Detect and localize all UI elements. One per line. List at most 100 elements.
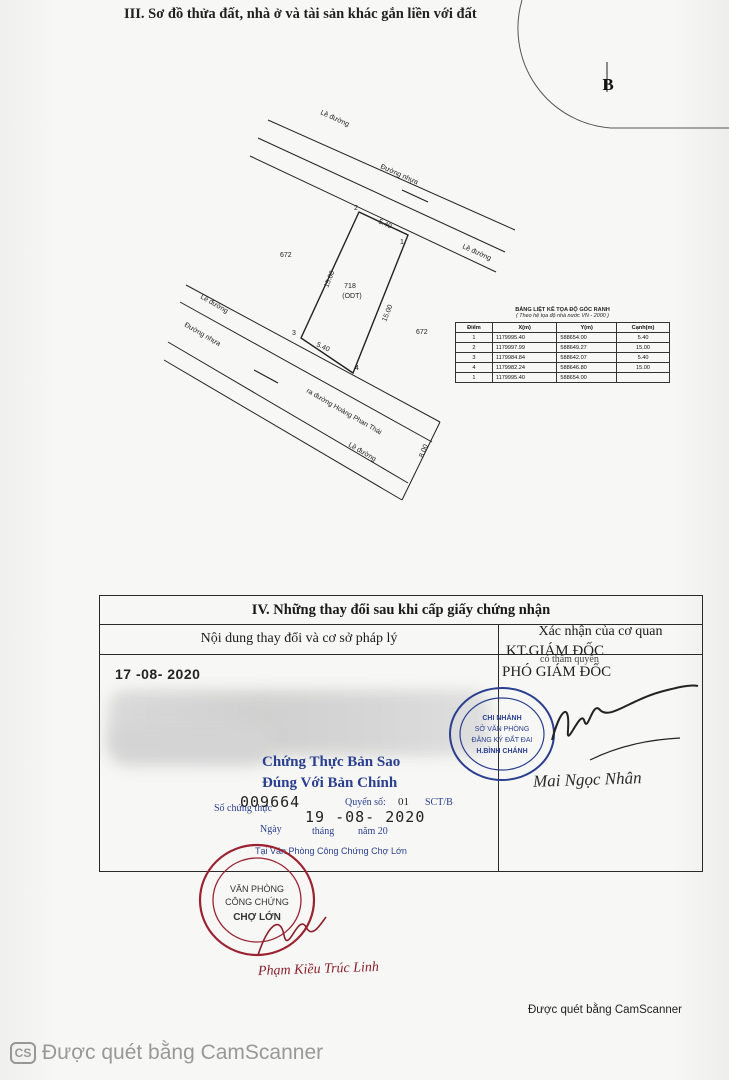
nam-label: năm 20 bbox=[358, 826, 388, 837]
road-bottom-width: 8.00 bbox=[418, 443, 430, 458]
road-bottom-edge-label: Lề đường bbox=[199, 292, 230, 315]
north-compass: B bbox=[517, 0, 729, 129]
coord-cell: 588654.00 bbox=[556, 372, 618, 383]
parcel-map: Lề đường Đường nhựa Lề đường 718 (ODT) 6… bbox=[163, 108, 516, 501]
road-bottom-edge-1 bbox=[185, 284, 441, 423]
road-bottom-end-cap bbox=[401, 421, 441, 501]
changes-column-header-left: Nội dung thay đổi và cơ sở pháp lý bbox=[100, 624, 499, 655]
certification-title-2: Đúng Với Bản Chính bbox=[262, 775, 398, 791]
coord-cell: 1179995.40 bbox=[491, 372, 558, 383]
coordinate-table-title: BẢNG LIỆT KÊ TỌA ĐỘ GÓC RANH bbox=[515, 307, 610, 313]
redacted-content-2 bbox=[110, 725, 270, 765]
road-bottom-dash bbox=[253, 369, 279, 384]
watermark-text: Được quét bằng CamScanner bbox=[42, 1041, 324, 1064]
edge-bottom-length: 5.40 bbox=[315, 341, 330, 353]
coord-cell: 1179995.40 bbox=[491, 332, 558, 343]
coord-cell: 588646.80 bbox=[556, 362, 618, 373]
corner-4: 4 bbox=[355, 365, 359, 372]
table-row: 1 1179995.40 588654.00 5.40 bbox=[455, 332, 670, 343]
cert-number-value: 009664 bbox=[240, 793, 301, 811]
coordinate-table-subtitle: ( Theo hệ tọa độ nhà nước VN - 2000 ) bbox=[516, 313, 609, 319]
branch-stamp-line: CHI NHÁNH bbox=[482, 713, 521, 722]
coord-cell: 4 bbox=[455, 362, 493, 373]
changes-table: IV. Những thay đổi sau khi cấp giấy chứn… bbox=[99, 595, 703, 872]
road-top-edge-1 bbox=[267, 119, 516, 231]
thang-label: tháng bbox=[312, 826, 335, 837]
office-line: Tại Văn Phòng Công Chứng Chợ Lớn bbox=[255, 846, 407, 856]
scanned-note: Được quét bằng CamScanner bbox=[528, 1004, 682, 1016]
camscanner-logo-icon: CS bbox=[10, 1042, 36, 1064]
coord-cell: 588649.27 bbox=[556, 342, 618, 353]
camscanner-watermark: CS Được quét bằng CamScanner bbox=[10, 1040, 323, 1066]
pho-giam-doc-label: PHÓ GIÁM ĐỐC bbox=[502, 664, 612, 680]
quyen-so-value: 01 bbox=[398, 796, 409, 808]
coord-header: Y(m) bbox=[556, 322, 618, 333]
coordinate-table: Điểm X(m) Y(m) Cạnh(m) 1 1179995.40 5886… bbox=[455, 322, 670, 383]
cert-number-label: Số chứng thực bbox=[214, 803, 273, 814]
road-top-edge-3 bbox=[249, 155, 497, 273]
table-row: 1 1179995.40 588654.00 bbox=[455, 372, 670, 383]
edge-right-length: 15.00 bbox=[381, 304, 394, 323]
coord-cell: 1 bbox=[455, 372, 493, 383]
branch-stamp-line: SỞ VĂN PHÒNG bbox=[475, 724, 530, 733]
coord-cell: 5.40 bbox=[616, 352, 670, 363]
coord-header: Điểm bbox=[455, 322, 493, 333]
table-row: 2 1179997.99 588649.27 15.00 bbox=[455, 342, 670, 353]
edge-top-length: 5.40 bbox=[377, 218, 392, 230]
edge-left-length: 15.00 bbox=[323, 270, 336, 289]
road-bottom-edge-2 bbox=[179, 301, 433, 443]
column-divider bbox=[498, 654, 500, 871]
coord-cell: 15.00 bbox=[616, 342, 670, 353]
table-row: 3 1179984.84 588642.07 5.40 bbox=[455, 352, 670, 363]
parcel-type: (ODT) bbox=[342, 293, 361, 300]
coord-cell: 1179997.99 bbox=[491, 342, 558, 353]
table-row: 4 1179982.24 588646.80 15.00 bbox=[455, 362, 670, 373]
section3-title: III. Sơ đồ thửa đất, nhà ở và tài sản kh… bbox=[124, 6, 477, 22]
neighbor-left: 672 bbox=[280, 252, 292, 259]
coord-cell: 588654.00 bbox=[556, 332, 618, 343]
road-top-edge-2 bbox=[257, 137, 506, 253]
coord-header: X(m) bbox=[491, 322, 558, 333]
entry-date: 17 -08- 2020 bbox=[115, 666, 201, 682]
coordinate-table-block: BẢNG LIỆT KÊ TỌA ĐỘ GÓC RANH ( Theo hệ t… bbox=[455, 307, 670, 383]
branch-stamp-line: H.BÌNH CHÁNH bbox=[476, 746, 527, 755]
coord-cell: 15.00 bbox=[616, 362, 670, 373]
director-name: Mai Ngọc Nhân bbox=[532, 768, 642, 791]
coord-cell: 1179982.24 bbox=[491, 362, 558, 373]
road-bottom-edge-4 bbox=[163, 359, 403, 501]
notary-signature-scribble bbox=[257, 916, 327, 956]
road-top-dash bbox=[401, 189, 429, 203]
coord-cell: 1179984.84 bbox=[491, 352, 558, 363]
branch-stamp-line: ĐĂNG KÝ ĐẤT ĐAI bbox=[472, 734, 533, 744]
header-right-line1: Xác nhận của cơ quan bbox=[538, 624, 663, 639]
coord-cell: 588642.07 bbox=[556, 352, 618, 363]
road-bottom-edge-3 bbox=[167, 341, 409, 484]
changes-column-header-right: Xác nhận của cơ quan bbox=[499, 624, 702, 655]
kt-giam-doc-label: KT.GIÁM ĐỐC bbox=[506, 643, 605, 659]
notary-stamp-line: CÔNG CHỨNG bbox=[225, 897, 289, 907]
header-right-line2: có thẩm quyền bbox=[540, 654, 599, 665]
coord-cell: 2 bbox=[455, 342, 493, 353]
coord-cell bbox=[616, 372, 670, 383]
section4-title: IV. Những thay đổi sau khi cấp giấy chứn… bbox=[100, 596, 702, 625]
corner-1: 1 bbox=[400, 239, 404, 246]
notary-stamp-line: VĂN PHÒNG bbox=[230, 884, 284, 894]
road-top-edge-label: Lề đường bbox=[319, 108, 351, 129]
coord-cell: 5.40 bbox=[616, 332, 670, 343]
road-top-name: Đường nhựa bbox=[379, 163, 419, 186]
neighbor-right: 672 bbox=[416, 329, 428, 336]
parcel-number: 718 bbox=[344, 283, 356, 290]
coord-header: Cạnh(m) bbox=[616, 322, 670, 333]
parcel-718-outline bbox=[300, 211, 409, 375]
corner-3: 3 bbox=[292, 330, 296, 337]
notary-stamp-line: CHỢ LỚN bbox=[233, 910, 281, 923]
ngay-label: Ngày bbox=[260, 824, 282, 835]
coord-cell: 3 bbox=[455, 352, 493, 363]
corner-2: 2 bbox=[354, 205, 358, 212]
quyen-so-label: Quyển số: bbox=[345, 797, 386, 808]
road-bottom-name: Đường nhựa bbox=[183, 322, 222, 348]
notary-stamp: VĂN PHÒNG CÔNG CHỨNG CHỢ LỚN bbox=[198, 843, 316, 957]
compass-label: B bbox=[602, 75, 613, 94]
